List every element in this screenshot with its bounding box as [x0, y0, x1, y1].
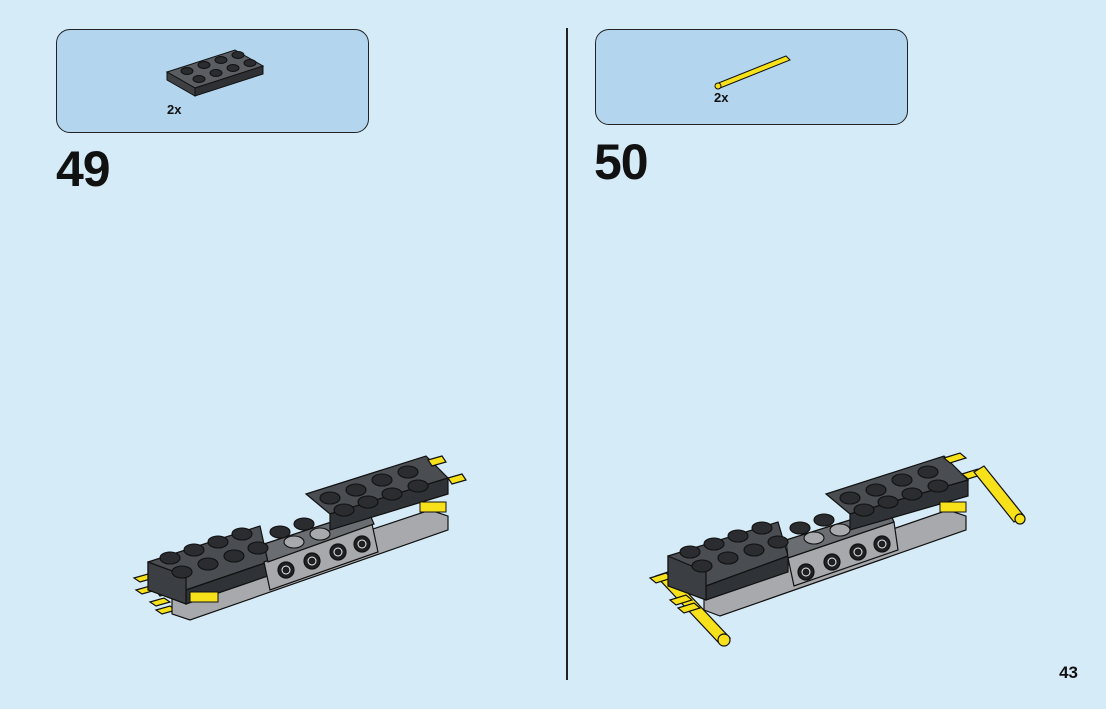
yellow-bar-icon [714, 55, 791, 90]
step-number: 49 [56, 141, 111, 197]
step-49-model-illustration [132, 455, 467, 621]
page-number: 43 [1059, 663, 1078, 682]
step-50-model-illustration [648, 452, 1026, 647]
part-quantity: 2x [167, 102, 182, 117]
parts-list-box-step-49: 2x [56, 29, 369, 133]
part-quantity: 2x [714, 90, 729, 105]
step-number: 50 [594, 134, 649, 190]
dark-gray-plate-2x4-icon [165, 49, 265, 97]
step-divider-line [566, 28, 568, 680]
parts-list-box-step-50: 2x [595, 29, 908, 125]
